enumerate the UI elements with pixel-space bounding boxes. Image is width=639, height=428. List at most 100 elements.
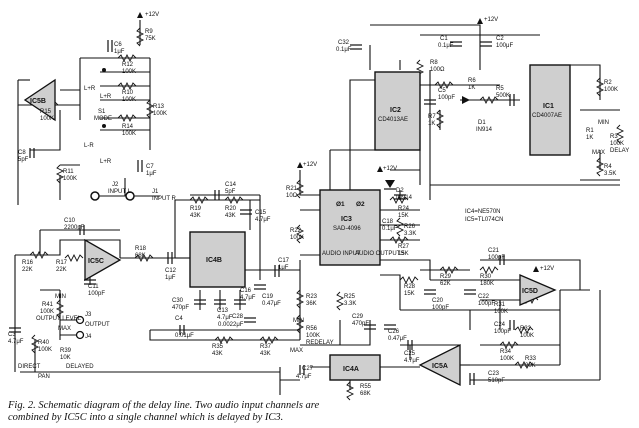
component-label: 100pF [432, 305, 449, 311]
component-label: OUTPUT [85, 322, 110, 328]
component-label: 68K [135, 253, 146, 259]
component-label: 43K [212, 351, 223, 357]
component-label: 5pF [18, 157, 29, 163]
component-label: C12 [165, 268, 177, 274]
component-label: 20K [525, 363, 536, 369]
component-label: INPUT L [108, 189, 132, 195]
component-label: R55 [360, 384, 372, 390]
component-label: 500K [496, 93, 510, 99]
component-label: 0.1μF [336, 47, 352, 53]
supply-label: +12V [484, 17, 498, 23]
component-label: R8 [430, 60, 438, 66]
component-label: R23 [306, 294, 318, 300]
component-label: S1 [98, 109, 106, 115]
figure-caption: Fig. 2. Schematic diagram of the delay l… [7, 400, 320, 423]
component-label: L+R [100, 159, 112, 165]
component-label: AUDIO INPUT [322, 251, 361, 257]
r17-symbol [64, 253, 84, 263]
component-label: 100pF [438, 95, 455, 101]
r34-symbol [499, 340, 519, 350]
component-label: R32 [520, 326, 532, 332]
component-label: R31 [494, 302, 506, 308]
component-label: R1 [586, 128, 594, 134]
component-label: R7 [428, 114, 436, 120]
component-label: C11 [88, 284, 99, 290]
r22-symbol [295, 224, 305, 244]
component-label: C22 [478, 294, 490, 300]
component-label: 0.47μF [262, 301, 281, 307]
component-label: R24 [398, 206, 410, 212]
component-label: 43K [260, 351, 271, 357]
component-label: C10 [64, 218, 76, 224]
component-label: 15K [404, 291, 415, 297]
component-label: C3 [8, 332, 16, 338]
component-label: R27 [398, 244, 410, 250]
r33-symbol [514, 360, 534, 370]
component-label: R37 [260, 344, 272, 350]
ic4b-label: IC4B [206, 257, 222, 264]
component-label: 100K [306, 333, 320, 339]
component-label: R21 [286, 186, 298, 192]
r12-symbol [117, 53, 137, 63]
ic2-part: CD4013AE [378, 117, 408, 123]
component-label: J4 [85, 334, 92, 340]
component-label: R35 [212, 344, 224, 350]
component-label: R11 [63, 169, 74, 175]
component-label: 100K [290, 235, 304, 241]
component-label: R19 [190, 206, 202, 212]
component-label: C6 [114, 42, 122, 48]
component-label: 0.1μF [438, 43, 454, 49]
component-label: C17 [278, 258, 290, 264]
component-label: C32 [338, 40, 350, 46]
r25-symbol [335, 291, 345, 311]
r5-symbol [479, 95, 499, 105]
component-label: R2 [604, 80, 612, 86]
component-label: C29 [352, 314, 364, 320]
r29-symbol [439, 265, 459, 275]
r55-symbol [345, 381, 355, 401]
r6-symbol [434, 80, 454, 90]
supply-arrows [137, 12, 539, 272]
r3-symbol [615, 124, 625, 144]
component-label: 43K [225, 213, 236, 219]
component-label: REDELAY [306, 340, 334, 346]
component-label: D1 [478, 120, 486, 126]
component-label: 100K [63, 176, 77, 182]
component-label: J3 [85, 312, 92, 318]
ic4a-block [329, 354, 381, 381]
component-label: C25 [404, 351, 416, 357]
component-label: 4.7μF [404, 358, 420, 364]
ic5c-opamp [84, 238, 122, 282]
component-label: 100K [40, 116, 54, 122]
component-label: R26 [404, 224, 416, 230]
component-label: L+R [84, 86, 96, 92]
component-label: 4.7μF [240, 295, 256, 301]
component-label: R40 [38, 340, 50, 346]
component-label: C14 [225, 182, 237, 188]
ic-blocks [23, 64, 571, 387]
component-label: 36K [306, 301, 317, 307]
component-label: 100K [122, 131, 136, 137]
component-label: MODE [94, 116, 112, 122]
component-label: 1K [468, 85, 475, 91]
component-label: 470pF [352, 321, 369, 327]
component-label: C26 [388, 329, 400, 335]
component-label: C13 [217, 308, 229, 314]
component-label: R16 [22, 260, 34, 266]
component-label: C19 [262, 294, 274, 300]
component-label: 22K [22, 267, 33, 273]
ic3-label: IC3 [341, 216, 352, 223]
component-label: R18 [135, 246, 147, 252]
ic4-note: IC4=NE570N [465, 209, 501, 215]
r28-symbol [399, 275, 419, 285]
component-label: C7 [146, 164, 154, 170]
caption-line-1: Fig. 2. Schematic diagram of the delay l… [7, 400, 320, 411]
component-label: MIN [293, 318, 304, 324]
r16-symbol [29, 250, 49, 260]
r40-symbol [30, 334, 40, 354]
r30-symbol [479, 265, 499, 275]
component-label: 43K [190, 213, 201, 219]
component-label: INPUT R [152, 196, 177, 202]
r27-symbol [389, 235, 409, 245]
